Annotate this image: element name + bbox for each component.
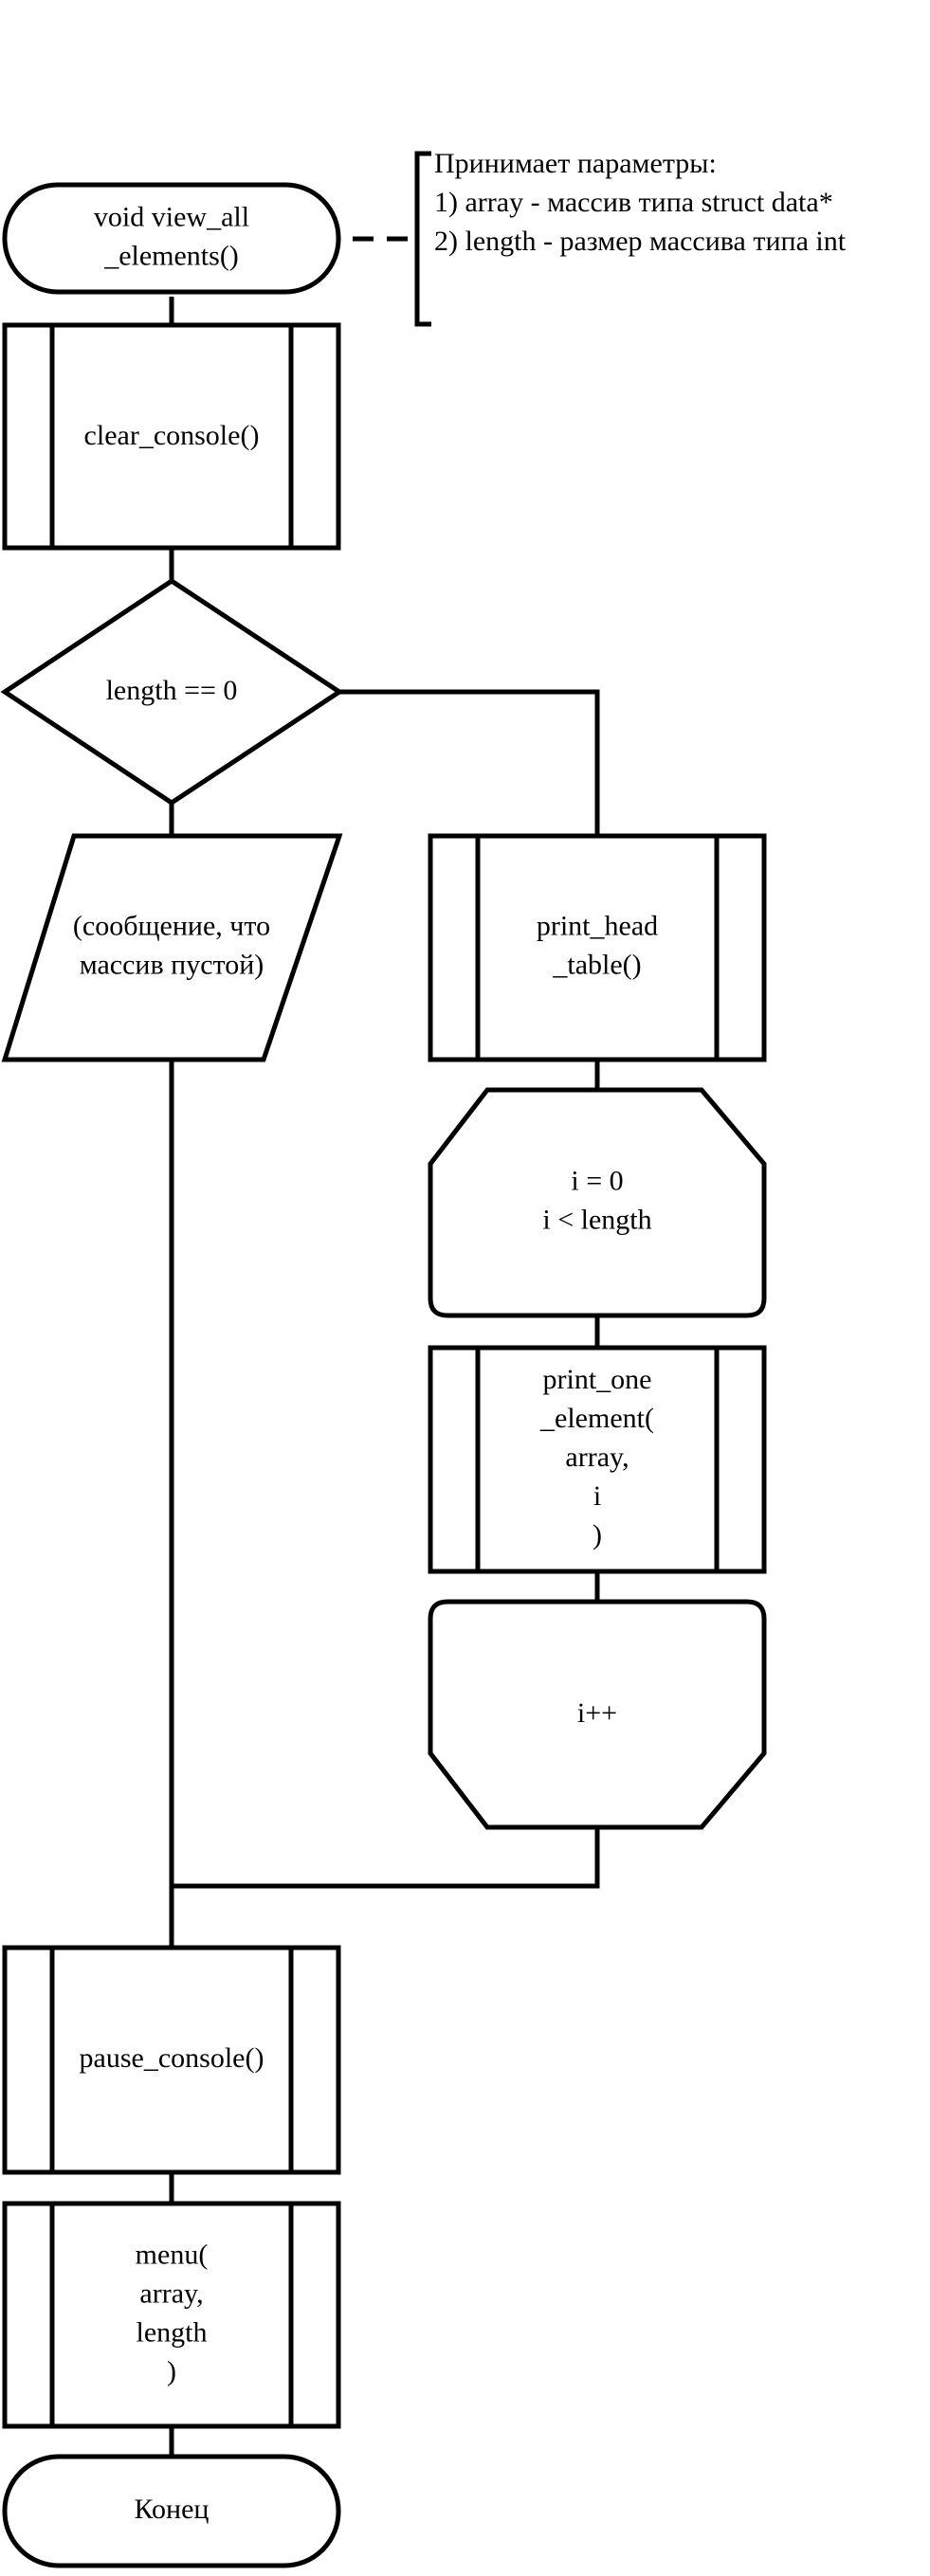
loop-start-label: i = 0 i < length (542, 1165, 651, 1235)
label-line: array, (139, 2277, 203, 2309)
decision-label: length == 0 (106, 675, 238, 706)
print-head-table-process: print_head _table() (428, 833, 767, 1062)
connector-loop-end-to-merge (172, 1827, 600, 1889)
label-line: print_head (537, 910, 658, 941)
label-line: print_one (543, 1364, 652, 1395)
end-terminator: Конец (2, 2454, 341, 2568)
clear-console-label: clear_console() (84, 420, 260, 451)
print-one-element-process: print_one _element( array, i) (428, 1345, 767, 1574)
end-label: Конец (135, 2494, 210, 2525)
connector-decision-to-print-head (339, 689, 600, 836)
label-line: Конец (135, 2494, 210, 2525)
loop-start-limit: i = 0 i < length (428, 1087, 767, 1318)
label-line: array, (565, 1442, 629, 1473)
menu-process: menu( array, length) (2, 2201, 341, 2429)
comment-bracket (414, 151, 431, 327)
label-line: ) (593, 1519, 602, 1551)
label-line: length == 0 (106, 675, 238, 706)
loop-end-label: i++ (577, 1697, 617, 1729)
label-line: i++ (577, 1697, 617, 1729)
label-line: pause_console() (80, 2042, 264, 2074)
label-line: clear_console() (84, 420, 260, 451)
pause-console-process: pause_console() (2, 1945, 341, 2175)
label-line: i < length (542, 1204, 651, 1235)
comment-annotation: Принимает параметры: 1) array - массив ти… (414, 148, 847, 327)
comment-text: Принимает параметры: 1) array - массив ти… (434, 148, 847, 257)
empty-message-label: (сообщение, что массив пустой) (73, 910, 270, 980)
label-line: void view_all (94, 201, 249, 232)
print-head-label: print_head _table() (537, 910, 658, 980)
connectors (169, 236, 600, 2457)
pause-console-label: pause_console() (80, 2042, 264, 2074)
start-label: void view_all _elements() (94, 201, 249, 271)
label-line: Принимает параметры: (434, 148, 717, 179)
label-line: length (137, 2316, 208, 2348)
label-line: 1) array - массив типа struct data* (434, 187, 833, 218)
label-line: _table() (552, 949, 641, 980)
label-line: _elements() (103, 240, 239, 271)
print-one-label: print_one _element( array, i) (539, 1364, 654, 1551)
menu-label: menu( array, length) (136, 2239, 209, 2386)
length-decision: length == 0 (0, 578, 344, 806)
clear-console-process: clear_console() (2, 322, 341, 551)
label-line: 2) length - размер массива типа int (434, 226, 847, 257)
start-terminator: void view_all _elements() (2, 182, 341, 295)
label-line: i = 0 (571, 1165, 623, 1196)
label-line: массив пустой) (80, 949, 264, 980)
loop-end-limit: i++ (428, 1599, 767, 1830)
label-line: i (593, 1480, 601, 1512)
label-line: _element( (539, 1403, 654, 1434)
label-line: (сообщение, что (73, 910, 270, 941)
label-line: ) (167, 2355, 176, 2386)
empty-message-output: (сообщение, что массив пустой) (1, 833, 343, 1062)
label-line: menu( (136, 2239, 209, 2270)
